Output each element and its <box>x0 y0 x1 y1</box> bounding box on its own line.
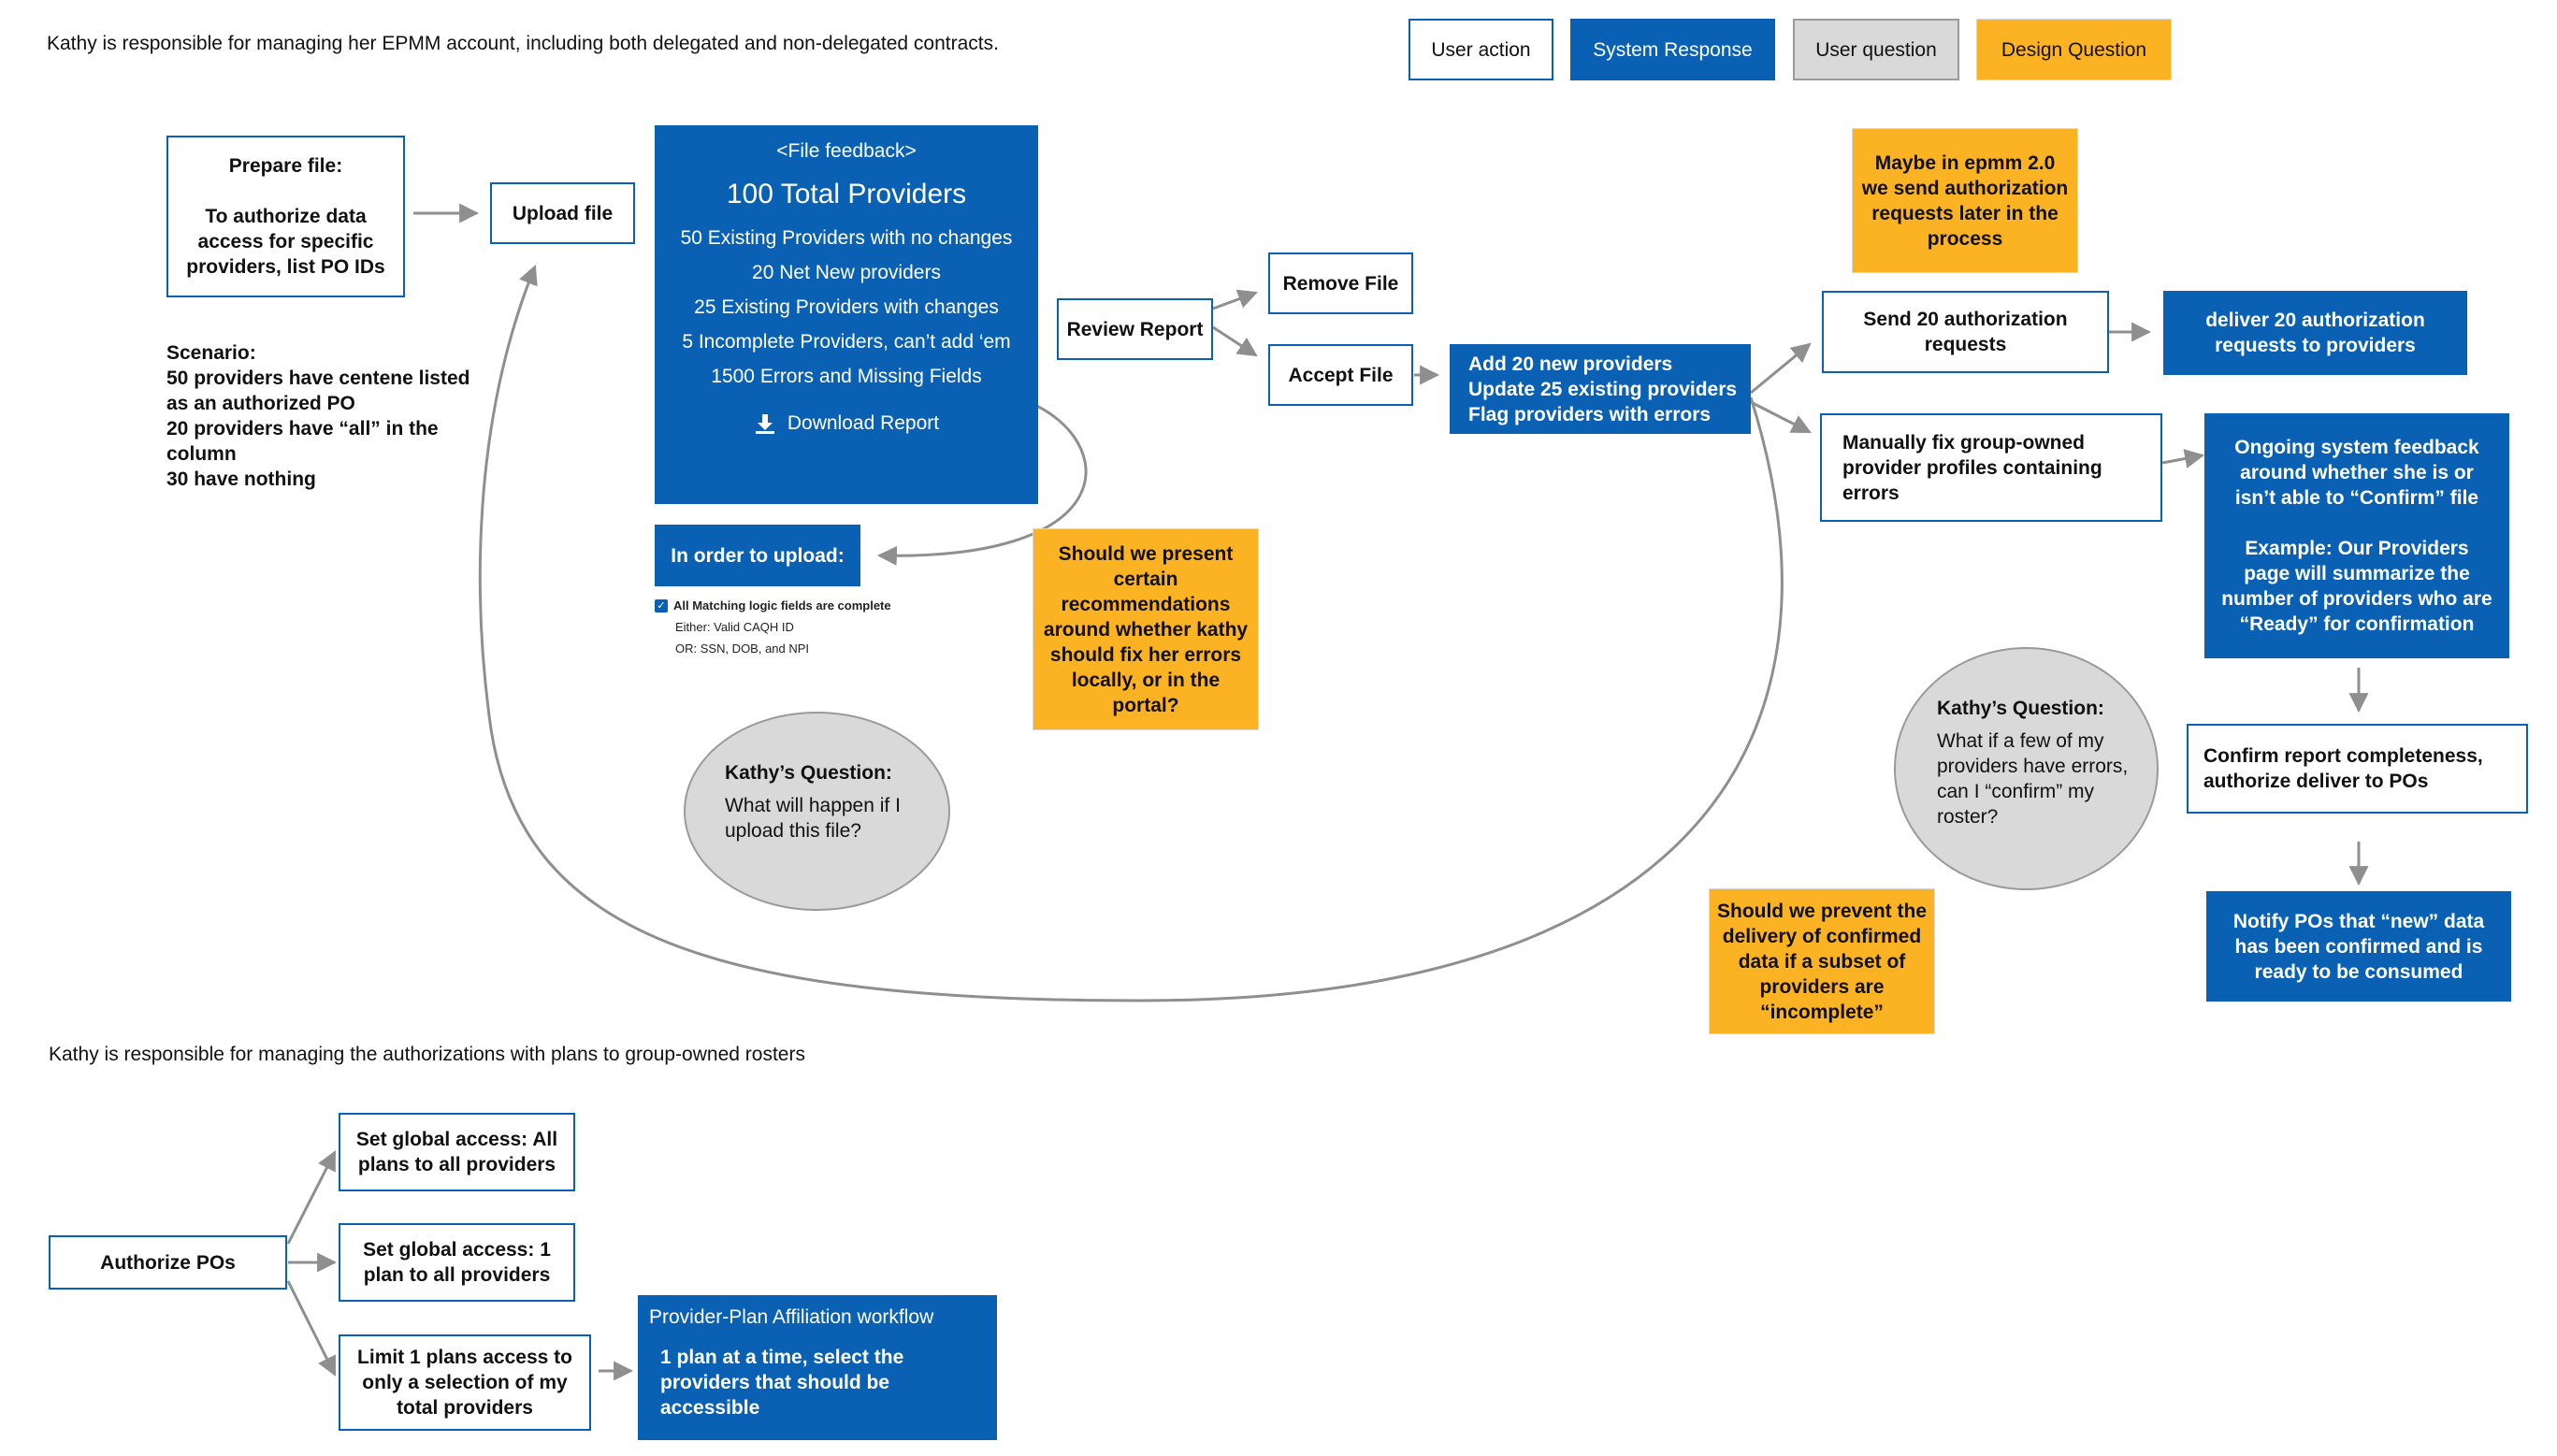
scenario-block: Scenario: 50 providers have centene list… <box>166 340 484 492</box>
ongoing-feedback-box: Ongoing system feedback around whether s… <box>2204 413 2509 658</box>
upload-checklist: ✓ All Matching logic fields are complete… <box>655 595 963 659</box>
review-report-label: Review Report <box>1066 318 1204 340</box>
accept-file-box[interactable]: Accept File <box>1268 344 1413 406</box>
arrow-manual-to-ongoing <box>2161 449 2205 469</box>
kathy-question-body: What will happen if I upload this file? <box>725 795 901 842</box>
kathy-question-confirm: Kathy’s Question: What if a few of my pr… <box>1894 647 2159 890</box>
send-requests-label: Send 20 authorization requests <box>1863 309 2068 355</box>
global-all-label: Set global access: All plans to all prov… <box>355 1129 558 1175</box>
system-add-line: Add 20 new providers <box>1468 353 1673 375</box>
arrow-review-to-accept <box>1212 325 1258 357</box>
arrow-feedback-to-inorder <box>876 400 1088 566</box>
limit-one-box[interactable]: Limit 1 plans access to only a selection… <box>339 1334 591 1431</box>
design-question-epmm-text: Maybe in epmm 2.0 we send authorization … <box>1861 151 2069 250</box>
upload-file-box[interactable]: Upload file <box>490 182 635 244</box>
kathy-question-upload: Kathy’s Question: What will happen if I … <box>684 712 950 911</box>
system-add-line: Update 25 existing providers <box>1468 378 1738 400</box>
ongoing-feedback-text: Ongoing system feedback around whether s… <box>2234 437 2479 509</box>
download-report-link[interactable]: Download Report <box>655 412 1038 435</box>
scenario-title: Scenario: <box>166 342 256 364</box>
arrow-system-to-manual <box>1750 400 1812 434</box>
deliver-requests-box: deliver 20 authorization requests to pro… <box>2163 291 2467 375</box>
checklist-item: All Matching logic fields are complete <box>673 598 891 613</box>
scenario-line: 50 providers have centene listed <box>166 368 470 389</box>
review-report-box[interactable]: Review Report <box>1057 298 1213 360</box>
feedback-line: 20 Net New providers <box>752 262 941 283</box>
global-one-box[interactable]: Set global access: 1 plan to all provide… <box>339 1223 575 1302</box>
manually-fix-box[interactable]: Manually fix group-owned provider profil… <box>1820 413 2162 522</box>
manually-fix-label: Manually fix group-owned provider profil… <box>1842 431 2102 504</box>
affiliation-body: 1 plan at a time, select the providers t… <box>660 1347 904 1419</box>
notify-pos-box: Notify POs that “new” data has been conf… <box>2206 891 2511 1002</box>
system-add-providers: Add 20 new providers Update 25 existing … <box>1450 344 1751 434</box>
global-one-label: Set global access: 1 plan to all provide… <box>363 1239 551 1286</box>
kathy-question-title: Kathy’s Question: <box>1937 698 2104 719</box>
section1-title: Kathy is responsible for managing her EP… <box>47 33 999 54</box>
scenario-line: column <box>166 443 237 465</box>
arrow-system-to-send <box>1750 342 1812 395</box>
limit-one-label: Limit 1 plans access to only a selection… <box>357 1347 572 1419</box>
kathy-question-title: Kathy’s Question: <box>725 762 892 784</box>
checklist-either: Either: Valid CAQH ID <box>675 620 794 634</box>
accept-file-label: Accept File <box>1288 364 1394 386</box>
remove-file-box[interactable]: Remove File <box>1268 252 1413 314</box>
legend-user-action-label: User action <box>1431 38 1531 61</box>
feedback-line: 50 Existing Providers with no changes <box>680 227 1013 249</box>
legend-design-question-label: Design Question <box>2001 38 2147 61</box>
arrow-review-to-remove <box>1212 289 1258 310</box>
design-question-fix-errors-text: Should we present certain recommendation… <box>1043 542 1249 716</box>
prepare-file-title: Prepare file: <box>228 155 343 177</box>
file-feedback-header: <File feedback> <box>776 140 917 162</box>
design-question-fix-errors: Should we present certain recommendation… <box>1033 528 1259 730</box>
section2-title: Kathy is responsible for managing the au… <box>49 1044 805 1065</box>
legend-design-question: Design Question <box>1976 19 2172 80</box>
scenario-line: 30 have nothing <box>166 469 316 490</box>
in-order-to-upload-box: In order to upload: <box>655 525 860 586</box>
legend-user-question-label: User question <box>1815 38 1937 61</box>
arrow-authorize-to-all <box>286 1150 337 1245</box>
affiliation-workflow-box: Provider-Plan Affiliation workflow 1 pla… <box>638 1295 997 1440</box>
download-icon <box>755 414 774 434</box>
scenario-line: 20 providers have “all” in the <box>166 418 439 440</box>
arrow-authorize-to-limit <box>286 1280 337 1377</box>
total-providers: 100 Total Providers <box>726 179 967 209</box>
confirm-report-box[interactable]: Confirm report completeness, authorize d… <box>2187 724 2528 814</box>
download-report-label: Download Report <box>787 412 940 434</box>
feedback-line: 25 Existing Providers with changes <box>694 296 999 318</box>
authorize-pos-label: Authorize POs <box>100 1251 236 1274</box>
legend-system-response-label: System Response <box>1593 38 1753 61</box>
legend-system-response: System Response <box>1570 19 1775 80</box>
prepare-file-body: To authorize data access for specific pr… <box>186 206 385 278</box>
authorize-pos-box[interactable]: Authorize POs <box>49 1235 287 1290</box>
feedback-line: 5 Incomplete Providers, can’t add ‘em <box>682 331 1011 353</box>
design-question-epmm: Maybe in epmm 2.0 we send authorization … <box>1852 128 2078 273</box>
kathy-question-body: What if a few of my providers have error… <box>1937 730 2129 828</box>
confirm-report-label: Confirm report completeness, authorize d… <box>2203 745 2483 792</box>
legend-user-question: User question <box>1793 19 1959 80</box>
arrow-loop-back-to-upload <box>478 265 1784 1002</box>
notify-pos-label: Notify POs that “new” data has been conf… <box>2232 910 2485 983</box>
ongoing-feedback-example: Example: Our Providers page will summari… <box>2221 538 2492 635</box>
system-add-line: Flag providers with errors <box>1468 403 1712 425</box>
design-question-prevent-text: Should we prevent the delivery of confir… <box>1716 900 1928 1023</box>
checklist-or: OR: SSN, DOB, and NPI <box>675 642 810 656</box>
prepare-file-box: Prepare file: To authorize data access f… <box>166 136 405 297</box>
checkbox-checked[interactable]: ✓ <box>655 598 668 613</box>
in-order-to-upload-label: In order to upload: <box>671 544 845 567</box>
remove-file-label: Remove File <box>1282 272 1399 295</box>
scenario-line: as an authorized PO <box>166 393 355 414</box>
affiliation-title: Provider-Plan Affiliation workflow <box>649 1306 934 1328</box>
feedback-line: 1500 Errors and Missing Fields <box>711 366 982 387</box>
send-requests-box[interactable]: Send 20 authorization requests <box>1822 291 2109 373</box>
file-feedback-panel: <File feedback> 100 Total Providers 50 E… <box>655 125 1038 504</box>
deliver-requests-label: deliver 20 authorization requests to pro… <box>2205 310 2425 356</box>
global-all-box[interactable]: Set global access: All plans to all prov… <box>339 1113 575 1191</box>
design-question-prevent: Should we prevent the delivery of confir… <box>1709 888 1935 1034</box>
legend-user-action: User action <box>1409 19 1553 80</box>
upload-file-label: Upload file <box>512 202 614 224</box>
